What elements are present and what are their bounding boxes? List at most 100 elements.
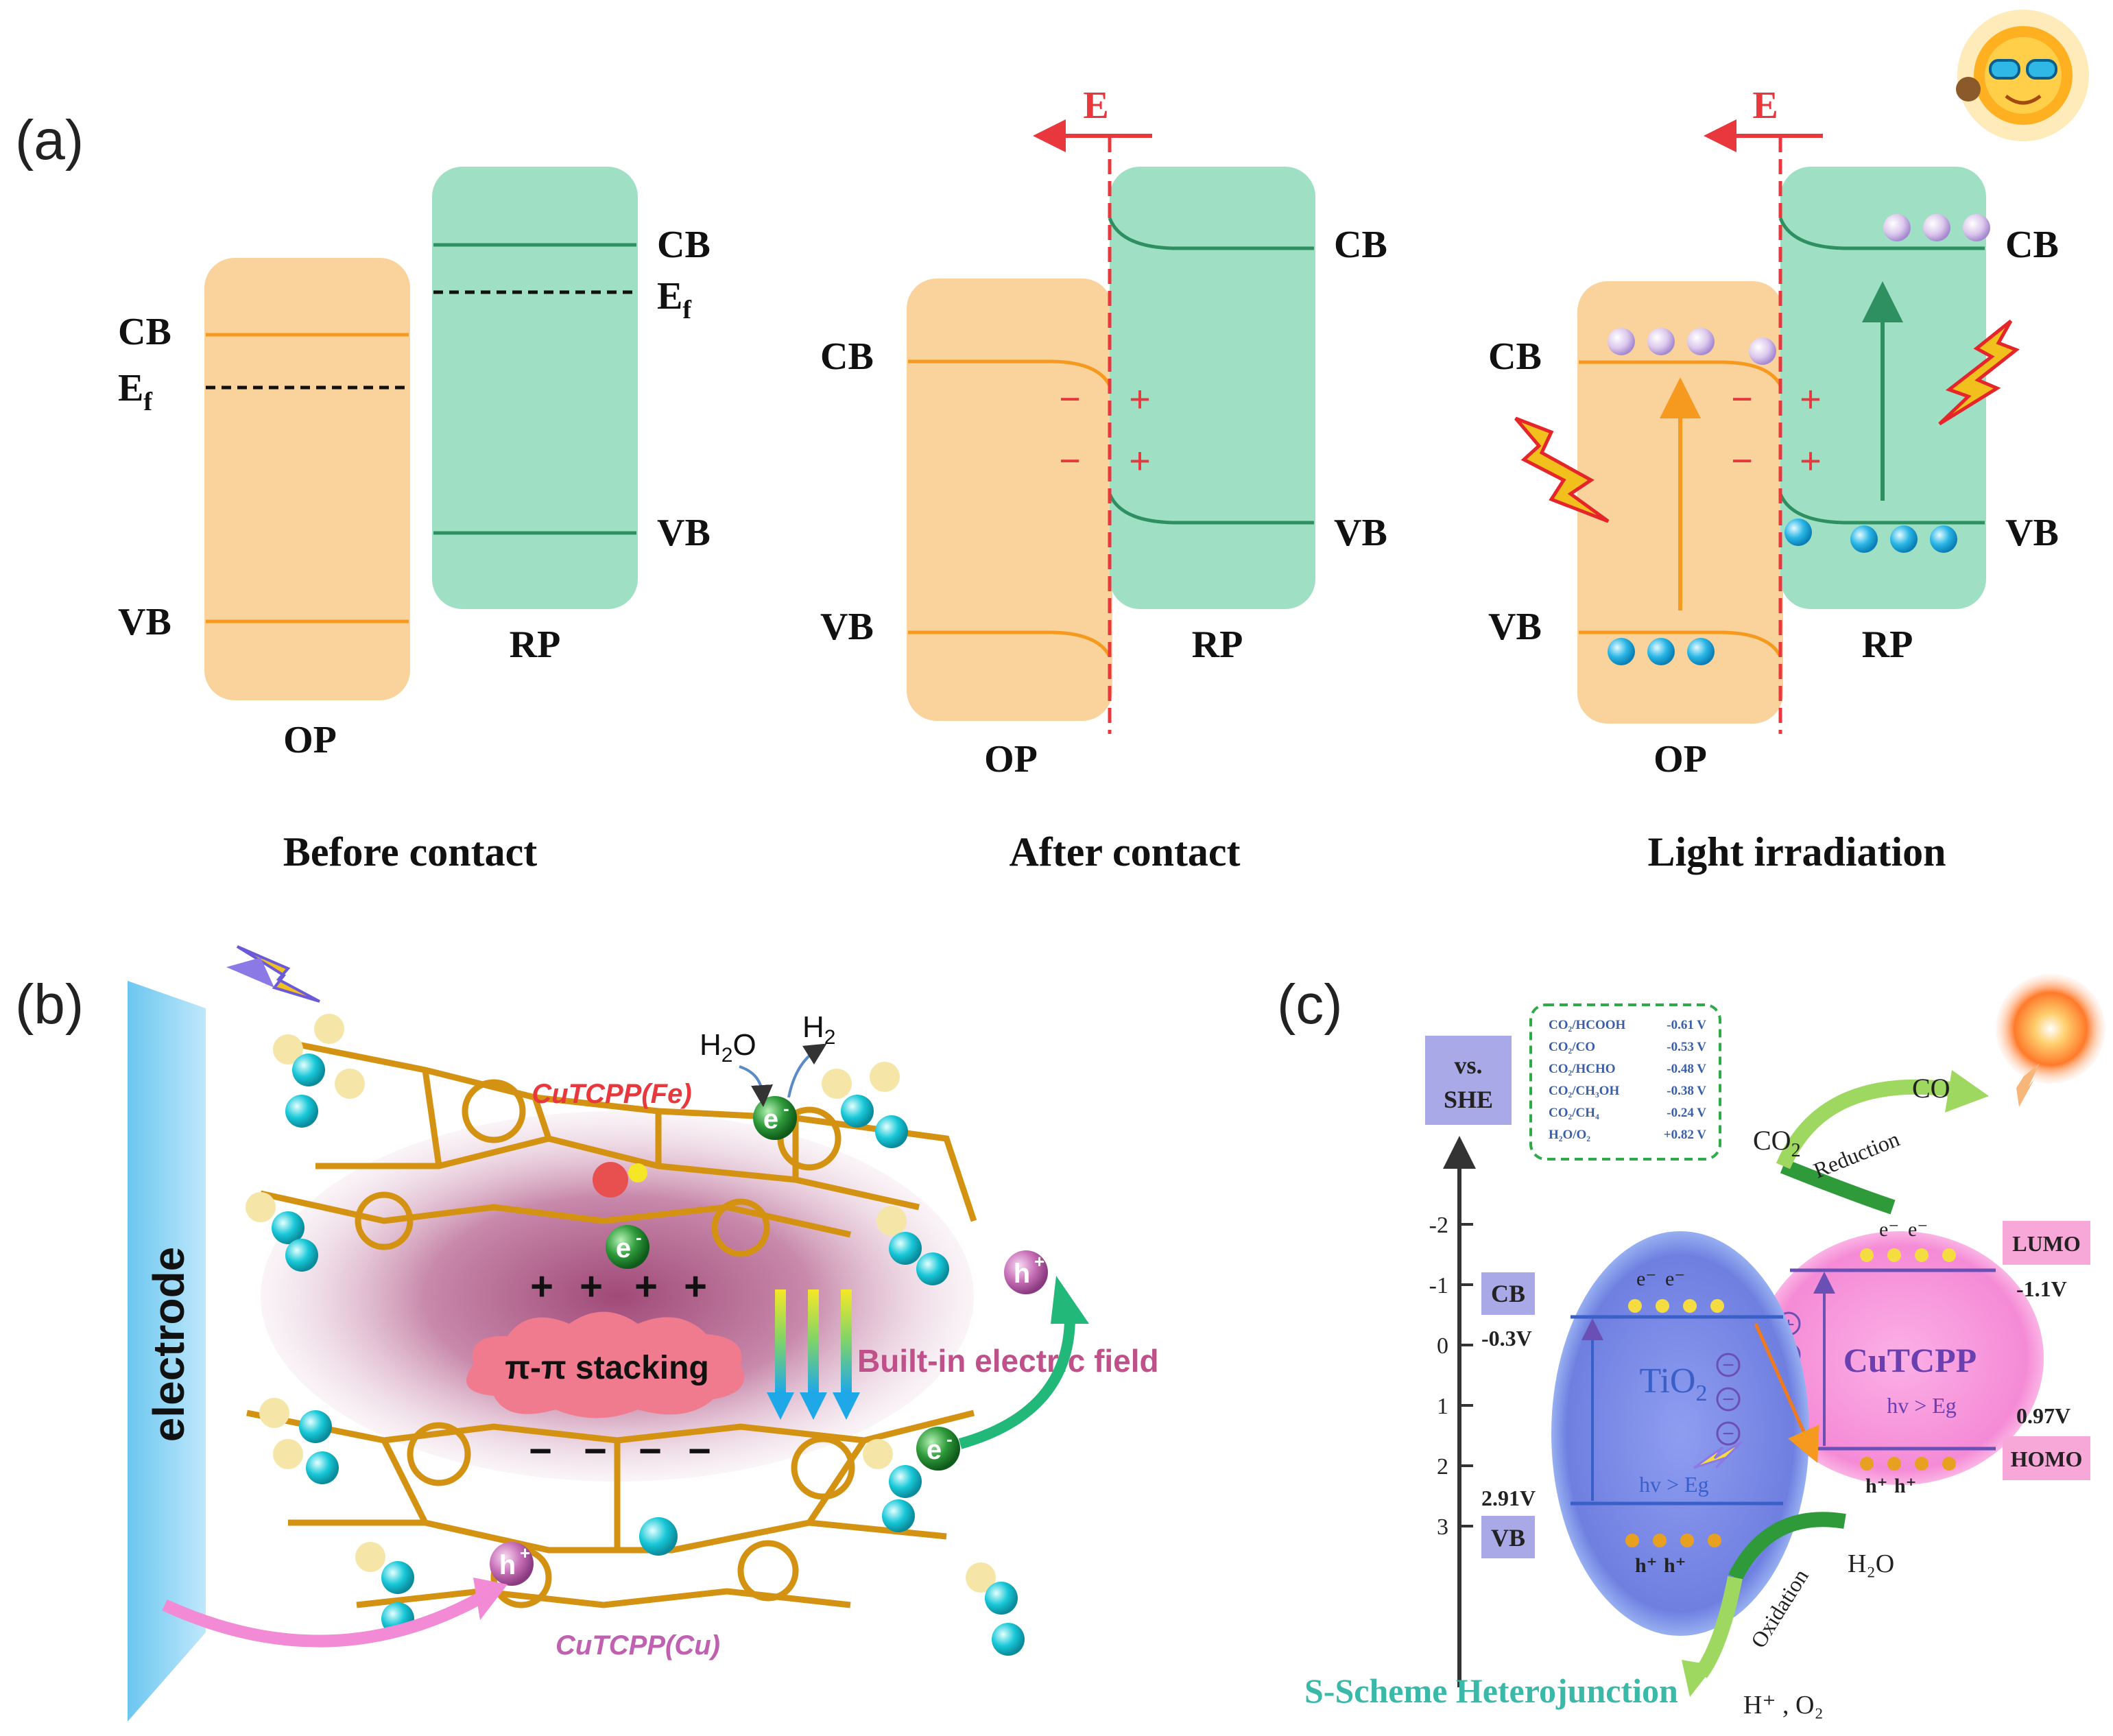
caption-after-contact: After contact: [1009, 829, 1240, 875]
h2o-arrow: [739, 1065, 773, 1107]
electron-symbol: e: [616, 1233, 631, 1263]
co2-label: CO2: [1753, 1125, 1801, 1161]
s-scheme-title: S-Scheme Heterojunction: [1304, 1672, 1678, 1710]
minus-charge: −: [1059, 379, 1081, 420]
panel-a: (a) CB Ef VB CB Ef VB OP RP Before conta…: [15, 10, 2089, 875]
reduction-label: Reduction: [1810, 1126, 1902, 1183]
before-contact-diagram: CB Ef VB CB Ef VB OP RP Before contact: [118, 167, 711, 875]
minus-charge: −: [1059, 440, 1081, 481]
minus-charge: −: [584, 1429, 607, 1473]
cb-label: CB: [820, 335, 874, 378]
minus-charge: −: [1722, 1388, 1734, 1411]
hole-transfer-arrow: [162, 1593, 484, 1648]
negative-charges: − − − −: [529, 1429, 711, 1473]
electron-transfer-arrowhead: [1051, 1276, 1089, 1324]
minus-charge: −: [1731, 379, 1753, 420]
pi-stacking-label: π-π stacking: [505, 1350, 709, 1386]
electron-dot: [1749, 337, 1776, 365]
electron-particles: [1608, 214, 1990, 365]
sun-icon: [1956, 10, 2089, 141]
legend-couple: CO₂/HCOOH: [1549, 1018, 1626, 1032]
s-scheme-transfer-arrow: [1754, 1322, 1819, 1463]
reduction-arrowhead: [1945, 1070, 1989, 1113]
legend-value: +0.82 V: [1664, 1128, 1706, 1142]
cb-box: [1481, 1272, 1535, 1315]
legend-value: -0.61 V: [1667, 1018, 1706, 1032]
legend-value: -0.53 V: [1667, 1040, 1706, 1054]
panel-b: (b) electrode: [15, 945, 1159, 1722]
op-label: OP: [984, 738, 1038, 781]
plus-charge: +: [634, 1264, 658, 1309]
hole-dot: [1647, 638, 1675, 665]
caption-before-contact: Before contact: [283, 829, 537, 875]
electron-sign: -: [636, 1227, 642, 1248]
hole-dot: [1608, 638, 1635, 665]
plus-charge: +: [1129, 440, 1151, 481]
charge-cloud: [261, 1111, 974, 1482]
legend-value: -0.48 V: [1667, 1062, 1706, 1076]
products-label: H⁺ , O₂: [1743, 1691, 1824, 1720]
light-icon: [1693, 1440, 1743, 1469]
lumo-box: [2003, 1221, 2090, 1265]
legend-couple: CO₂/CH₄: [1549, 1106, 1599, 1120]
cutcpp-label: CuTCPP: [1843, 1341, 1977, 1379]
electrode-label: electrode: [144, 1247, 193, 1442]
field-label: E: [1083, 84, 1108, 127]
rp-cb-bent-line: [1108, 217, 1314, 250]
h2o-label: H₂O: [1848, 1549, 1894, 1578]
electron-dot: [1687, 328, 1715, 355]
potential-legend-box: [1529, 1003, 1721, 1161]
electron-transfer-arrow: [958, 1316, 1075, 1449]
legend-value: -0.38 V: [1667, 1084, 1706, 1098]
electron-dot: [1608, 328, 1635, 355]
op-cb-bent-line: [908, 359, 1112, 387]
tio2-holes: h⁺ h⁺: [1625, 1534, 1721, 1577]
lightning-icon: [2016, 1063, 2040, 1107]
caption-light-irradiation: Light irradiation: [1647, 829, 1946, 875]
vs-she-line2: SHE: [1444, 1086, 1493, 1113]
panel-label-b: (b): [15, 973, 84, 1036]
hole-left: h +: [490, 1542, 534, 1586]
cutcpp-ellipse: [1756, 1231, 2044, 1485]
tio2-label: TiO2: [1640, 1362, 1708, 1406]
cutcpp-cu-label: CuTCPP(Cu): [556, 1630, 720, 1661]
hole-label: h⁺: [1865, 1475, 1888, 1497]
electron-label: e⁻: [1636, 1268, 1656, 1290]
lightning-icon: [1938, 320, 2020, 426]
legend-couple: CO₂/CH₃OH: [1549, 1084, 1619, 1098]
minus-charge: −: [1722, 1423, 1734, 1445]
plus-charge: +: [580, 1264, 603, 1309]
hole-symbol: h: [499, 1550, 516, 1580]
legend-value: -0.24 V: [1667, 1106, 1706, 1120]
cb-label: CB: [118, 311, 171, 353]
hole-symbol: h: [1014, 1259, 1030, 1289]
vb-label: VB: [657, 512, 711, 554]
rp-vb-bent-line: [1108, 492, 1314, 525]
cb-label: CB: [1334, 224, 1387, 266]
plus-charge: +: [1800, 440, 1822, 481]
ef-label: Ef: [118, 367, 153, 416]
op-label: OP: [1654, 738, 1707, 781]
hole-dot: [1930, 525, 1957, 553]
op-vb-bent-line: [908, 630, 1112, 658]
electron-dot: [1647, 328, 1675, 355]
light-icon: [226, 945, 320, 1003]
positive-charges: + + + +: [530, 1264, 707, 1309]
built-in-field-arrows: [767, 1289, 860, 1420]
lumo-label: LUMO: [2012, 1231, 2081, 1256]
homo-potential: 0.97V: [2016, 1403, 2070, 1428]
light-irradiation-diagram: E − − + +: [1488, 10, 2089, 875]
hole-particles: [1608, 519, 1957, 665]
tio2-ellipse: [1551, 1231, 1809, 1636]
tio2-hv-label: hv > Eg: [1639, 1472, 1709, 1497]
electron-label: e⁻: [1665, 1268, 1685, 1290]
rp-label: RP: [1862, 623, 1913, 666]
hole-label: h⁺: [1894, 1475, 1917, 1497]
panel-label-a: (a): [15, 109, 84, 171]
cutcpp-hv-label: hv > Eg: [1887, 1393, 1957, 1418]
plus-charge: +: [1800, 379, 1822, 420]
panel-label-c: (c): [1277, 973, 1343, 1036]
lower-porphyrin-layer: [246, 1410, 975, 1608]
